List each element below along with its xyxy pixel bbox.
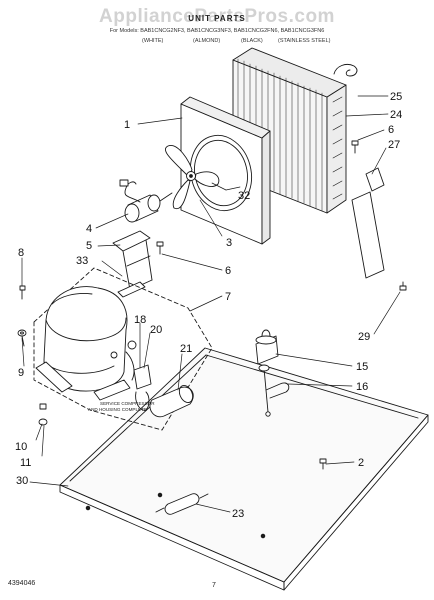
fan-blade xyxy=(165,145,220,210)
document-number: 4394046 xyxy=(8,580,36,587)
callout-7: 7 xyxy=(225,291,231,303)
page-number: 7 xyxy=(212,582,216,589)
callout-3: 3 xyxy=(226,237,232,249)
color-almond: (ALMOND) xyxy=(193,38,221,44)
callout-24: 24 xyxy=(390,109,402,121)
callout-32: 32 xyxy=(238,190,250,202)
callout-6-mid: 6 xyxy=(225,265,231,277)
callout-4: 4 xyxy=(86,223,92,235)
callout-leaders xyxy=(21,95,401,513)
valve-assembly xyxy=(258,364,290,417)
callout-18: 18 xyxy=(134,314,146,326)
start-relay xyxy=(133,364,152,411)
solenoid-valve xyxy=(255,329,279,365)
compressor xyxy=(35,286,137,401)
compressor-housing-outline xyxy=(33,267,213,431)
callout-27: 27 xyxy=(388,139,400,151)
capacitor xyxy=(149,385,194,418)
callout-1: 1 xyxy=(124,119,130,131)
tube-clip xyxy=(333,63,358,77)
callout-9: 9 xyxy=(18,367,24,379)
color-black: (BLACK) xyxy=(241,38,263,44)
callout-10: 10 xyxy=(15,441,27,453)
brace-bracket xyxy=(351,167,385,279)
diagram-title: UNIT PARTS xyxy=(188,14,246,23)
callout-21: 21 xyxy=(180,343,192,355)
color-stainless: (STAINLESS STEEL) xyxy=(278,38,331,44)
callout-11: 11 xyxy=(20,457,31,469)
motor-bracket xyxy=(112,230,153,298)
fan-motor xyxy=(119,179,173,223)
callout-16: 16 xyxy=(356,381,368,393)
callout-numbers: 1 2 3 4 5 6 6 7 8 9 10 11 15 16 18 20 21… xyxy=(15,91,402,520)
screws xyxy=(19,140,407,470)
fan-shroud xyxy=(180,96,271,245)
callout-6-top: 6 xyxy=(388,124,394,136)
svg-text:SERVICE COMPRESSOR: SERVICE COMPRESSOR xyxy=(100,401,155,406)
callout-29: 29 xyxy=(358,331,370,343)
callout-20: 20 xyxy=(150,324,162,336)
callout-30: 30 xyxy=(16,475,28,487)
callout-5: 5 xyxy=(86,240,92,252)
callout-33: 33 xyxy=(76,255,88,267)
callout-25: 25 xyxy=(390,91,402,103)
svg-text:AND HOUSING COMPLETE: AND HOUSING COMPLETE xyxy=(88,407,147,412)
watermark: AppliancePartsPros.com xyxy=(99,6,335,27)
color-white: (WHITE) xyxy=(142,38,164,44)
service-note: SERVICE COMPRESSOR AND HOUSING COMPLETE xyxy=(88,401,155,412)
callout-8: 8 xyxy=(18,247,24,259)
callout-2: 2 xyxy=(358,457,364,469)
callout-23: 23 xyxy=(232,508,244,520)
callout-15: 15 xyxy=(356,361,368,373)
mounting-grommets xyxy=(17,329,48,426)
model-list: For Models: BAB1CNCG2NF3, BAB1CNCG3NF3, … xyxy=(109,28,325,34)
